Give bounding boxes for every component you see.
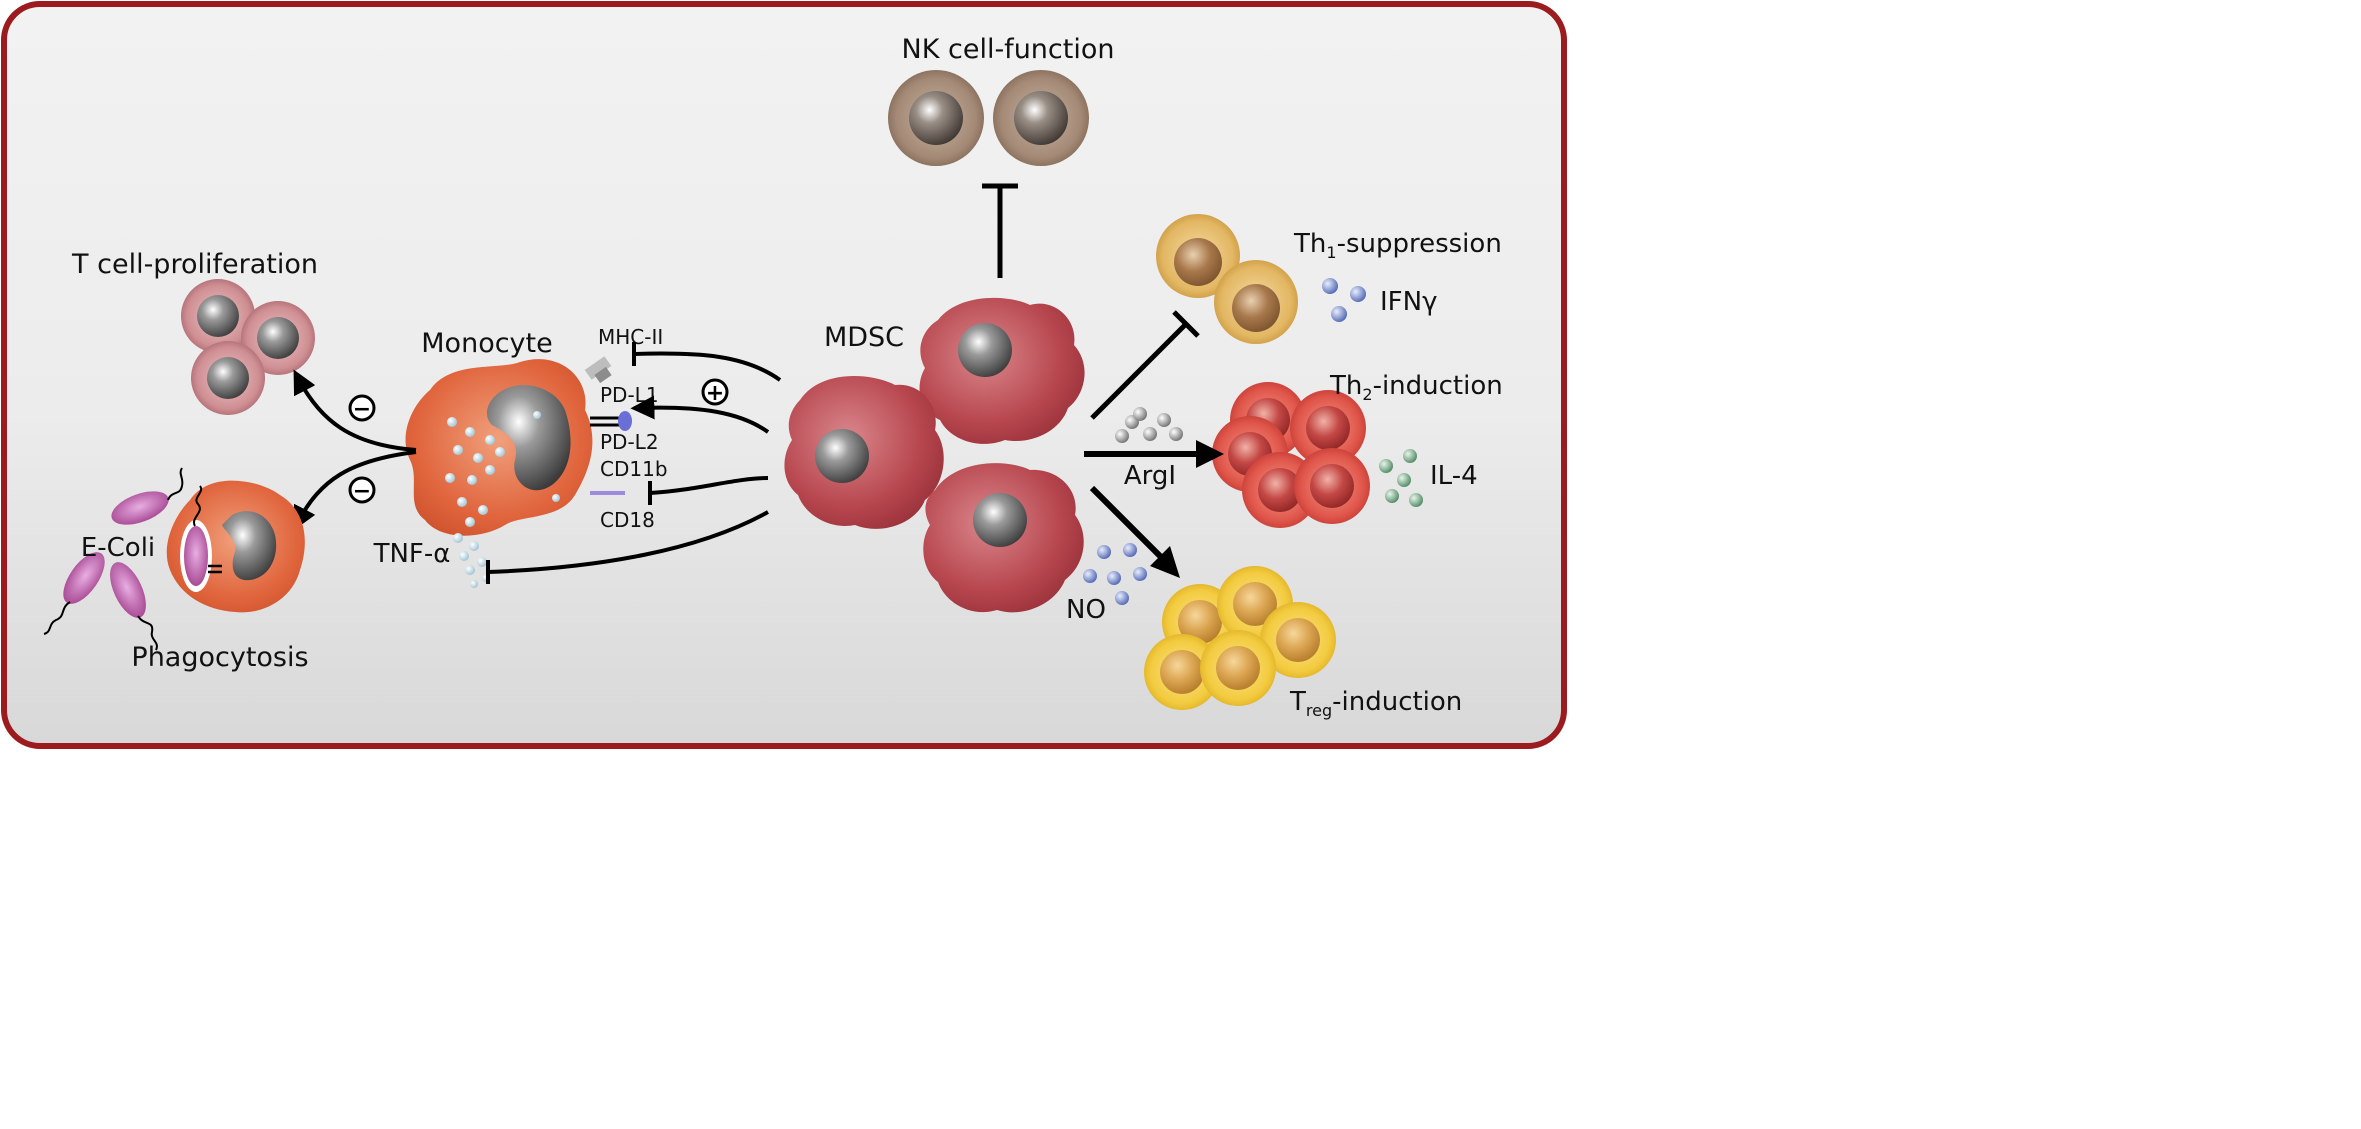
- th2-cells: [1212, 382, 1370, 528]
- figure-panel: NK cell-function T cell-proliferation: [0, 0, 1568, 750]
- t-cell-proliferation-label: T cell-proliferation: [71, 249, 318, 280]
- il4-label: IL-4: [1430, 461, 1478, 491]
- mdsc-label: MDSC: [824, 322, 904, 353]
- mdsc-tnf-inhibition: [486, 510, 769, 584]
- svg-text:−: −: [353, 397, 371, 422]
- mhc2-receptor: [584, 356, 612, 384]
- no-label: NO: [1066, 595, 1106, 625]
- pdl2-label: PD-L2: [600, 430, 659, 454]
- minus-sign-bottom: −: [348, 476, 376, 504]
- th1-cells: [1156, 214, 1298, 344]
- no-particles: [1083, 543, 1147, 605]
- cd18-label: CD18: [600, 508, 655, 532]
- monocyte-to-phagocytosis-arrow: [293, 450, 417, 531]
- pdl1-receptor: [590, 411, 632, 431]
- mdsc-mhc2-inhibition: [632, 342, 782, 382]
- minus-sign-top: −: [348, 394, 376, 422]
- th1-label: Th1-suppression: [1293, 229, 1502, 262]
- pdl1-label: PD-L1: [600, 383, 659, 407]
- mdsc-th2-arrow: [1084, 440, 1224, 468]
- mdsc-pdl1-activation: [630, 395, 770, 434]
- monocyte-label: Monocyte: [421, 328, 552, 359]
- cd11b-label: CD11b: [600, 457, 668, 481]
- plus-sign: +: [701, 378, 729, 406]
- treg-label: Treg-induction: [1289, 687, 1462, 720]
- il4-particles: [1379, 449, 1423, 507]
- svg-text:−: −: [353, 479, 371, 504]
- ecoli-label: E-Coli: [81, 533, 155, 563]
- mhc2-label: MHC-II: [598, 325, 663, 349]
- mdsc-cells: [784, 297, 1085, 613]
- ecoli-bacteria: [43, 467, 184, 651]
- ifng-particles: [1322, 278, 1366, 322]
- t-cells: [181, 279, 315, 415]
- nk-function-label: NK cell-function: [902, 34, 1115, 65]
- th2-label: Th2-induction: [1329, 371, 1503, 404]
- tnf-label: TNF-α: [373, 539, 451, 569]
- mdsc-th1-inhibition: [1090, 310, 1200, 420]
- phagocytosis-label: Phagocytosis: [131, 642, 308, 673]
- svg-text:+: +: [706, 381, 724, 406]
- argl-label: ArgI: [1124, 461, 1176, 491]
- mdsc-treg-arrow: [1089, 485, 1180, 578]
- nk-inhibition-arrow: [982, 183, 1018, 278]
- treg-cells: [1144, 566, 1336, 710]
- phagocytosis-cell: [166, 480, 305, 613]
- diagram-canvas: NK cell-function T cell-proliferation: [1, 1, 1567, 749]
- nk-cells: [888, 70, 1089, 166]
- argl-particles: [1115, 407, 1183, 443]
- monocyte-cell: [405, 359, 593, 588]
- mdsc-cd11b-inhibition: [648, 476, 769, 505]
- ifng-label: IFNγ: [1380, 287, 1437, 317]
- monocyte-to-tcell-arrow: [293, 369, 417, 452]
